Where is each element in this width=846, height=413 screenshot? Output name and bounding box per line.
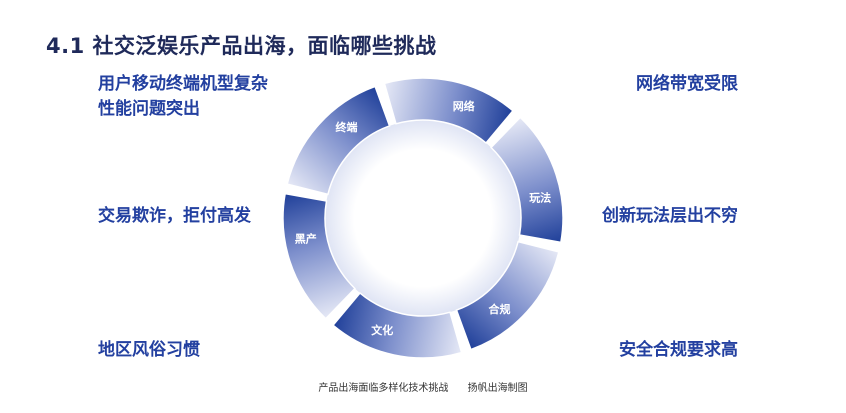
ring-segment-label: 合规: [488, 302, 510, 316]
ring-segment: [282, 192, 356, 320]
challenge-customs: 地区风俗习惯: [98, 340, 200, 360]
ring-segment: [490, 116, 564, 244]
challenge-compliance: 安全合规要求高: [619, 340, 738, 360]
page-title: 4.1 社交泛娱乐产品出海，面临哪些挑战: [46, 34, 437, 58]
figure-caption: 产品出海面临多样化技术挑战 扬帆出海制图: [0, 379, 846, 394]
ring-segment-label: 文化: [371, 323, 393, 337]
challenge-device-line1: 用户移动终端机型复杂: [98, 74, 268, 94]
ring-segment-label: 终端: [336, 120, 358, 134]
caption-text: 产品出海面临多样化技术挑战: [318, 383, 449, 394]
caption-source: 扬帆出海制图: [467, 383, 528, 394]
ring-segment: [455, 240, 560, 351]
ring-center: [325, 120, 521, 316]
challenge-device-performance: 用户移动终端机型复杂 性能问题突出: [98, 72, 268, 122]
challenge-bandwidth: 网络带宽受限: [636, 74, 738, 94]
ring-segment: [383, 77, 515, 144]
ring-segment: [331, 292, 463, 359]
ring-segment: [286, 85, 391, 196]
ring-segment-label: 黑产: [295, 232, 317, 246]
ring-segment-label: 玩法: [529, 190, 551, 204]
challenge-device-line2: 性能问题突出: [98, 99, 200, 119]
challenge-fraud: 交易欺诈，拒付高发: [98, 206, 251, 226]
challenge-gameplay: 创新玩法层出不穷: [602, 206, 738, 226]
ring-segment-label: 网络: [453, 99, 475, 113]
